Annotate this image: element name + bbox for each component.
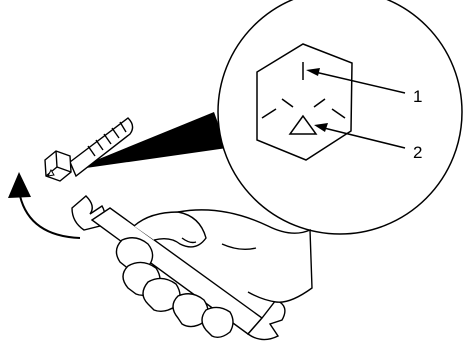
bolt-icon — [44, 117, 134, 182]
zoom-wedge — [72, 112, 227, 170]
callout-label-1: 1 — [413, 87, 422, 106]
rotation-arrow-icon — [8, 172, 81, 239]
hand-icon — [115, 209, 313, 339]
callout-label-2: 2 — [413, 143, 422, 162]
leader-2 — [314, 123, 406, 149]
hex-head-icon — [256, 43, 353, 161]
mark-triangle — [288, 114, 318, 135]
leader-1 — [306, 68, 406, 94]
magnifier-circle-icon — [217, 0, 463, 235]
